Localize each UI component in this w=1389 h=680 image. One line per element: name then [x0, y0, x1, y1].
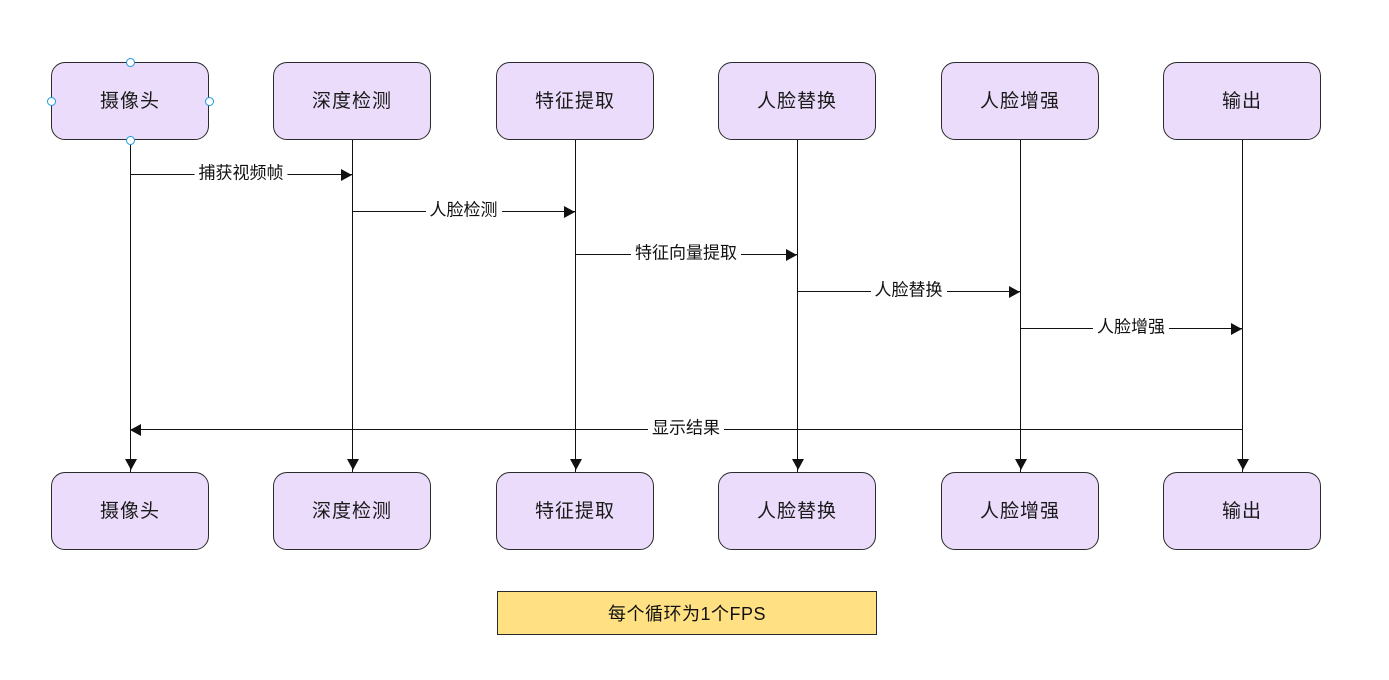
participant-label: 人脸替换: [756, 500, 837, 522]
message-arrowhead-0: [341, 168, 352, 181]
participant-label: 人脸增强: [979, 500, 1060, 522]
message-label-2: 特征向量提取: [631, 244, 741, 264]
participant-top-feature[interactable]: 特征提取: [496, 62, 654, 140]
message-label-3: 人脸替换: [870, 281, 947, 301]
participant-label: 深度检测: [311, 500, 392, 522]
lifeline-camera: [130, 140, 131, 472]
participant-bottom-output[interactable]: 输出: [1163, 472, 1321, 550]
participant-top-output[interactable]: 输出: [1163, 62, 1321, 140]
handle-top[interactable]: [125, 57, 135, 67]
participant-label: 特征提取: [534, 90, 615, 112]
participant-top-depth[interactable]: 深度检测: [273, 62, 431, 140]
message-arrowhead-1: [564, 205, 575, 218]
participant-bottom-enhance[interactable]: 人脸增强: [941, 472, 1099, 550]
lifeline-end-arrow-depth: [346, 459, 359, 470]
participant-bottom-feature[interactable]: 特征提取: [496, 472, 654, 550]
participant-top-enhance[interactable]: 人脸增强: [941, 62, 1099, 140]
handle-bottom[interactable]: [125, 135, 135, 145]
note-label: 每个循环为1个FPS: [607, 604, 767, 624]
handle-right[interactable]: [204, 96, 214, 106]
message-arrowhead-4: [1231, 322, 1242, 335]
message-label-1: 人脸检测: [425, 201, 502, 221]
participant-bottom-depth[interactable]: 深度检测: [273, 472, 431, 550]
message-label-5: 显示结果: [648, 419, 724, 439]
participant-label: 输出: [1221, 500, 1262, 522]
participant-label: 人脸替换: [756, 90, 837, 112]
lifeline-swap: [797, 140, 798, 472]
message-arrowhead-3: [1009, 285, 1020, 298]
lifeline-depth: [352, 140, 353, 472]
participant-label: 特征提取: [534, 500, 615, 522]
lifeline-end-arrow-camera: [124, 459, 137, 470]
lifeline-output: [1242, 140, 1243, 472]
participant-bottom-swap[interactable]: 人脸替换: [718, 472, 876, 550]
lifeline-end-arrow-swap: [791, 459, 804, 470]
message-arrowhead-5: [130, 423, 141, 436]
participant-top-swap[interactable]: 人脸替换: [718, 62, 876, 140]
message-label-4: 人脸增强: [1093, 318, 1169, 338]
lifeline-feature: [575, 140, 576, 472]
message-label-0: 捕获视频帧: [194, 164, 288, 184]
participant-label: 摄像头: [99, 90, 160, 112]
note-box[interactable]: 每个循环为1个FPS: [497, 591, 877, 635]
handle-left[interactable]: [46, 96, 56, 106]
message-arrowhead-2: [786, 248, 797, 261]
participant-label: 深度检测: [311, 90, 392, 112]
participant-top-camera[interactable]: 摄像头: [51, 62, 209, 140]
participant-label: 输出: [1221, 90, 1262, 112]
participant-label: 人脸增强: [979, 90, 1060, 112]
participant-bottom-camera[interactable]: 摄像头: [51, 472, 209, 550]
lifeline-end-arrow-feature: [569, 459, 582, 470]
lifeline-enhance: [1020, 140, 1021, 472]
lifeline-end-arrow-output: [1236, 459, 1249, 470]
lifeline-end-arrow-enhance: [1014, 459, 1027, 470]
participant-label: 摄像头: [99, 500, 160, 522]
